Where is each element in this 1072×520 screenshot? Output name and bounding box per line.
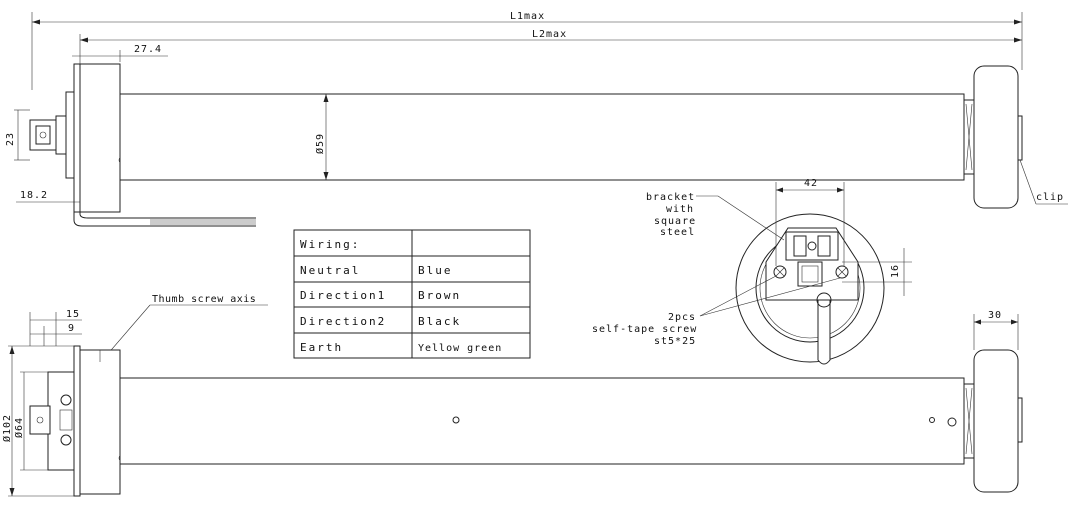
screw-label-3: st5*25	[654, 336, 696, 347]
dim-42: 42	[804, 178, 818, 189]
dim-d64: Ø64	[13, 417, 25, 438]
dim-16: 16	[890, 264, 901, 278]
dim-15: 15	[66, 309, 80, 320]
wiring-row-direction1: Direction1	[300, 289, 386, 302]
l2max-label: L2max	[532, 29, 567, 40]
dim-23: 23	[5, 132, 16, 146]
dim-9: 9	[68, 323, 75, 334]
bottom-view: Thumb screw axis 15 9 Ø102 Ø64	[1, 294, 1023, 497]
screw-label-1: 2pcs	[668, 312, 696, 323]
thumb-screw-label: Thumb screw axis	[152, 294, 256, 305]
wiring-row-earth: Earth	[300, 341, 343, 354]
wiring-row-direction1-color: Brown	[418, 289, 461, 302]
wiring-row-neutral-color: Blue	[418, 264, 453, 277]
bracket-label-1: bracket	[646, 192, 695, 203]
dim-d59: Ø59	[314, 133, 326, 154]
wiring-table: Wiring: Neutral Blue Direction1 Brown Di…	[293, 229, 531, 359]
dim-d102: Ø102	[1, 414, 13, 442]
wiring-header: Wiring:	[300, 238, 360, 251]
l1max-label: L1max	[510, 11, 545, 22]
bracket-label-3: square	[654, 216, 696, 227]
end-view: 42 16 bracket with square steel 2pcs sel…	[592, 178, 912, 365]
wiring-row-direction2: Direction2	[300, 315, 386, 328]
screw-label-2: self-tape screw	[592, 324, 697, 335]
dim-27-4: 27.4	[134, 44, 162, 55]
wiring-row-earth-color: Yellow green	[418, 343, 502, 354]
wiring-row-neutral: Neutral	[300, 264, 360, 277]
top-view: L1max L2max 27.4 23 18.2	[5, 11, 1068, 227]
bracket-label-4: steel	[660, 227, 695, 238]
clip-label: clip	[1036, 192, 1064, 203]
wiring-row-direction2-color: Black	[418, 315, 461, 328]
bracket-label-2: with	[666, 204, 694, 215]
dim-30: 30	[988, 310, 1002, 321]
dim-18-2: 18.2	[20, 190, 48, 201]
